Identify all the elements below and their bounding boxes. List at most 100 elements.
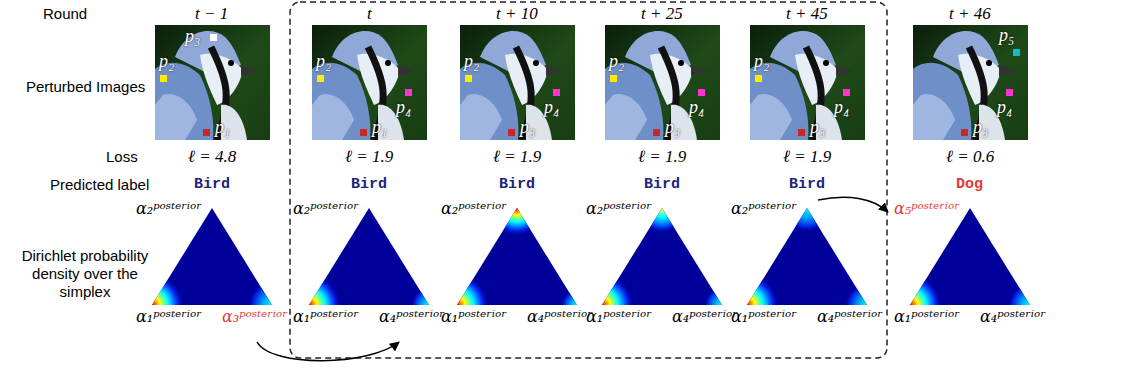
alpha-label: α₁ᵖᵒˢᵗᵉʳⁱᵒʳ: [293, 308, 359, 326]
round-value: t + 10: [496, 4, 538, 23]
round-value: t + 25: [641, 4, 683, 23]
point-label: p₅: [999, 25, 1014, 45]
point-label: p₃: [810, 117, 825, 137]
point-label: p₄: [544, 97, 559, 117]
point-label: p₄: [396, 97, 411, 117]
point-label: p₂: [316, 51, 331, 71]
dirichlet-simplex: [878, 205, 1052, 337]
loss-value: ℓ = 1.9: [638, 147, 686, 166]
simplex-node: α₂ᵖᵒˢᵗᵉʳⁱᵒʳ α₁ᵖᵒˢᵗᵉʳⁱᵒʳ α₄ᵖᵒˢᵗᵉʳⁱᵒʳ: [580, 200, 744, 342]
art-rect: [1013, 49, 1020, 56]
alpha-label: α₄ᵖᵒˢᵗᵉʳⁱᵒʳ: [672, 308, 738, 326]
art-rect: [210, 34, 217, 41]
alpha-label: α₄ᵖᵒˢᵗᵉʳⁱᵒʳ: [379, 308, 445, 326]
art-rect: [553, 89, 560, 96]
art-use: [155, 25, 270, 140]
art-rect: [203, 129, 210, 136]
alpha-label: α₄ᵖᵒˢᵗᵉʳⁱᵒʳ: [527, 308, 593, 326]
art-rect: [160, 75, 167, 82]
round-value: t: [367, 4, 372, 23]
art-use: [312, 25, 427, 140]
round-value: t + 46: [949, 4, 991, 23]
art-rect: [405, 89, 412, 96]
dashed-bracket: [290, 2, 887, 358]
art-circle: [277, 273, 341, 337]
art-use: [460, 25, 575, 140]
art-rect: [755, 75, 762, 82]
transfer-arrow: [257, 342, 399, 361]
loss-value: ℓ = 1.9: [493, 147, 541, 166]
point-label: p₂: [464, 51, 479, 71]
dirichlet-simplex: [425, 180, 593, 337]
alpha-label: α₂ᵖᵒˢᵗᵉʳⁱᵒʳ: [293, 200, 359, 218]
alpha-label: α₁ᵖᵒˢᵗᵉʳⁱᵒʳ: [136, 308, 202, 326]
alpha-label: α₂ᵖᵒˢᵗᵉʳⁱᵒʳ: [136, 200, 202, 218]
art-rect: [653, 129, 660, 136]
simplex-node: α₂ᵖᵒˢᵗᵉʳⁱᵒʳ α₁ᵖᵒˢᵗᵉʳⁱᵒʳ α₄ᵖᵒˢᵗᵉʳⁱᵒʳ: [287, 200, 451, 342]
row-title: Loss: [106, 148, 138, 166]
predicted-label: Bird: [789, 176, 825, 194]
art-rect: [1006, 89, 1013, 96]
perturbation-pixels: [160, 34, 1020, 136]
art-rect: [360, 129, 367, 136]
point-label: p₂: [159, 51, 174, 71]
predicted-label: Bird: [194, 176, 230, 194]
point-label: p₃: [665, 117, 680, 137]
alpha-label: α₁ᵖᵒˢᵗᵉʳⁱᵒʳ: [894, 308, 960, 326]
row-title: Predicted label: [50, 176, 149, 194]
loss-value: ℓ = 1.9: [783, 147, 831, 166]
image-node: p₂p₄p₃: [750, 25, 865, 140]
point-label: p₂: [754, 51, 769, 71]
alpha-label: α₁ᵖᵒˢᵗᵉʳⁱᵒʳ: [731, 308, 797, 326]
art-rect: [843, 89, 850, 96]
alpha-label: α₂ᵖᵒˢᵗᵉʳⁱᵒʳ: [586, 200, 652, 218]
simplex-node: α₂ᵖᵒˢᵗᵉʳⁱᵒʳα₁ᵖᵒˢᵗᵉʳⁱᵒʳα₄ᵖᵒˢᵗᵉʳⁱᵒʳ: [435, 200, 599, 342]
point-label: p₃: [185, 26, 200, 46]
predicted-label: Bird: [499, 176, 535, 194]
image-node: p₅ p₄ p₃: [913, 25, 1028, 140]
simplex-node: α₅ᵖᵒˢᵗᵉʳⁱᵒʳ α₁ᵖᵒˢᵗᵉʳⁱᵒʳ α₄ᵖᵒˢᵗᵉʳⁱᵒʳ: [888, 200, 1052, 342]
art-rect: [508, 129, 515, 136]
art-circle: [120, 273, 184, 337]
alpha-label: α₄ᵖᵒˢᵗᵉʳⁱᵒʳ: [980, 308, 1046, 326]
dirichlet-simplex: [570, 182, 740, 337]
bird-images: [155, 25, 1028, 140]
alpha-label: α₃ᵖᵒˢᵗᵉʳⁱᵒʳ: [222, 308, 288, 326]
simplex-node: α₂ᵖᵒˢᵗᵉʳⁱᵒʳ α₁ᵖᵒˢᵗᵉʳⁱᵒʳ α₃ᵖᵒˢᵗᵉʳⁱᵒʳ: [130, 200, 294, 342]
dirichlet-simplex: [120, 205, 296, 337]
art-use: [605, 25, 720, 140]
loss-value: ℓ = 1.9: [345, 147, 393, 166]
point-label: p₃: [973, 117, 988, 137]
dirichlet-simplex: [277, 205, 447, 337]
art-circle: [878, 273, 942, 337]
art-use: [750, 25, 865, 140]
alpha-label: α₂ᵖᵒˢᵗᵉʳⁱᵒʳ: [731, 200, 797, 218]
art-circle: [570, 273, 634, 337]
alpha-label: α₅ᵖᵒˢᵗᵉʳⁱᵒʳ: [894, 200, 960, 218]
point-label: p₃: [520, 117, 535, 137]
simplex-node: α₂ᵖᵒˢᵗᵉʳⁱᵒʳ α₁ᵖᵒˢᵗᵉʳⁱᵒʳ α₄ᵖᵒˢᵗᵉʳⁱᵒʳ: [725, 200, 889, 342]
row-title: Dirichlet probability density over the s…: [15, 247, 155, 301]
round-value: t + 45: [786, 4, 828, 23]
transfer-arrow: [818, 197, 888, 212]
row-title: Round: [43, 5, 87, 23]
image-node: p₂p₄p₁: [312, 25, 427, 140]
art-rect: [465, 75, 472, 82]
point-label: p₂: [609, 51, 624, 71]
art-rect: [610, 75, 617, 82]
alpha-label: α₁ᵖᵒˢᵗᵉʳⁱᵒʳ: [586, 308, 652, 326]
image-node: p₃p₂p₁: [155, 25, 270, 140]
loss-value: ℓ = 0.6: [946, 147, 994, 166]
art-rect: [961, 129, 968, 136]
predicted-label: Bird: [351, 176, 387, 194]
art-rect: [698, 89, 705, 96]
alpha-label: α₄ᵖᵒˢᵗᵉʳⁱᵒʳ: [817, 308, 883, 326]
predicted-label: Bird: [644, 176, 680, 194]
point-label: p₄: [689, 97, 704, 117]
art-use: [913, 25, 1028, 140]
image-node: p₂ p₄ p₃: [460, 25, 575, 140]
alpha-label: α₁ᵖᵒˢᵗᵉʳⁱᵒʳ: [441, 308, 507, 326]
point-label: p₄: [997, 97, 1012, 117]
loss-value: ℓ = 4.8: [188, 147, 236, 166]
